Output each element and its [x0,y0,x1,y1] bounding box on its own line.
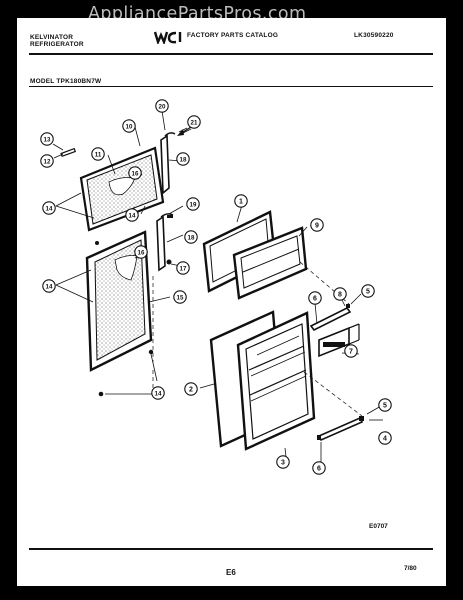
revision-date: 7/80 [404,565,417,572]
callout-14: 14 [42,201,56,215]
callout-number: 14 [46,205,53,212]
callout-20: 20 [155,99,169,113]
fresh-food-inner-liner [236,311,316,451]
callout-11: 11 [91,147,105,161]
brand-name: KELVINATOR [30,34,74,41]
callout-14: 14 [151,386,165,400]
callout-14: 14 [125,208,139,222]
callout-bubbles: 1312101116141420211819181716141514192368… [40,99,392,475]
callout-number: 3 [281,459,285,466]
callout-16: 16 [134,245,148,259]
header-rule [29,53,433,55]
callout-17: 17 [176,261,190,275]
freezer-inner-liner [232,226,308,300]
door-handle-parts [156,132,176,272]
callout-number: 14 [155,390,162,397]
callout-number: 9 [315,222,319,229]
model-number: MODEL TPK180BN7W [30,78,102,85]
callout-5: 5 [378,398,392,412]
callout-number: 6 [317,465,321,472]
callout-9: 9 [310,218,324,232]
callout-21: 21 [187,115,201,129]
catalog-title: FACTORY PARTS CATALOG [187,32,279,39]
drawing-code: E0707 [369,523,388,530]
callout-number: 6 [313,295,317,302]
callout-number: 11 [95,151,102,158]
callout-7: 7 [344,344,358,358]
product-type: REFRIGERATOR [30,41,84,48]
callout-8: 8 [333,287,347,301]
exploded-parts-diagram: 1312101116141420211819181716141514192368… [29,99,433,550]
callout-number: 10 [126,123,133,130]
callout-6: 6 [312,461,326,475]
callout-3: 3 [276,455,290,469]
callout-number: 21 [191,119,198,126]
callout-number: 2 [189,386,193,393]
callout-18: 18 [184,230,198,244]
callout-1: 1 [234,194,248,208]
callout-number: 14 [46,283,53,290]
callout-number: 4 [383,435,387,442]
door-shelf-bar [309,304,364,442]
fresh-food-door-panel [85,230,153,372]
callout-number: 15 [177,294,184,301]
page-code: E6 [226,568,236,577]
callout-13: 13 [40,132,54,146]
callout-4: 4 [378,431,392,445]
callout-number: 16 [132,170,139,177]
callout-2: 2 [184,382,198,396]
door-bin [318,323,360,358]
wci-logo [153,30,184,49]
callout-number: 18 [180,156,187,163]
callout-5: 5 [361,284,375,298]
callout-number: 7 [349,348,353,355]
callout-18: 18 [176,152,190,166]
callout-6: 6 [308,291,322,305]
callout-15: 15 [173,290,187,304]
arrow-icon [177,126,192,136]
alignment-lines [152,261,363,417]
callout-number: 18 [188,234,195,241]
callout-16: 16 [128,166,142,180]
callout-number: 13 [44,136,51,143]
catalog-number: LK30590220 [354,32,394,39]
callout-number: 8 [338,291,342,298]
callout-number: 5 [383,402,387,409]
callout-12: 12 [40,154,54,168]
parts-catalog-sheet: KELVINATOR REFRIGERATOR FACTORY PARTS CA… [17,18,446,586]
callout-number: 17 [180,265,187,272]
callout-number: 14 [129,212,136,219]
model-rule [29,86,433,87]
callout-19: 19 [186,197,200,211]
callout-number: 19 [190,201,197,208]
callout-number: 16 [138,249,145,256]
callout-number: 1 [239,198,243,205]
callout-number: 12 [44,158,51,165]
callout-number: 20 [159,103,166,110]
callout-number: 5 [366,288,370,295]
callout-14: 14 [42,279,56,293]
callout-10: 10 [122,119,136,133]
